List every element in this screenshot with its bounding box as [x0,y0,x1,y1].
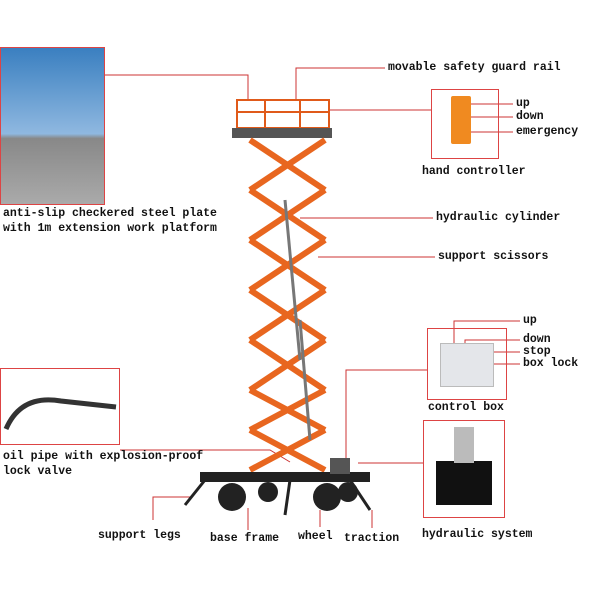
label-hc-down: down [516,110,544,123]
label-cb-up: up [523,314,537,327]
label-wheel: wheel [298,530,333,543]
label-hydraulic-cylinder: hydraulic cylinder [436,211,561,224]
label-cb-down: down [523,333,551,346]
support-legs [183,479,372,516]
oil-pipe-photo [0,368,120,445]
label-support-legs: support legs [98,529,181,542]
label-support-scissors: support scissors [438,250,549,263]
hydraulic-cylinder [283,199,312,441]
label-control-box: control box [428,401,504,414]
control-box-photo [427,328,507,400]
hand-controller-photo [431,89,499,159]
checkered-plate-photo [0,47,105,205]
work-platform [232,128,332,138]
label-plate-1: anti-slip checkered steel plate [3,207,217,220]
label-hc-emergency: emergency [516,125,579,138]
support-scissors [248,137,327,473]
label-hand-controller: hand controller [422,165,526,178]
base-frame [200,472,370,482]
hydraulic-system-photo [423,420,505,518]
label-base-frame: base frame [210,532,280,545]
label-cb-box-lock: box lock [523,357,579,370]
hydraulic-unit [330,458,350,474]
label-guard-rail: movable safety guard rail [388,61,561,74]
label-hc-up: up [516,97,530,110]
label-plate-2: with 1m extension work platform [3,222,217,235]
guard-rail [236,99,330,129]
label-hydraulic-system: hydraulic system [422,528,533,541]
label-oil-pipe-2: lock valve [3,465,73,478]
label-oil-pipe-1: oil pipe with explosion-proof [3,450,204,463]
label-cb-stop: stop [523,345,551,358]
label-traction: traction [344,532,400,545]
